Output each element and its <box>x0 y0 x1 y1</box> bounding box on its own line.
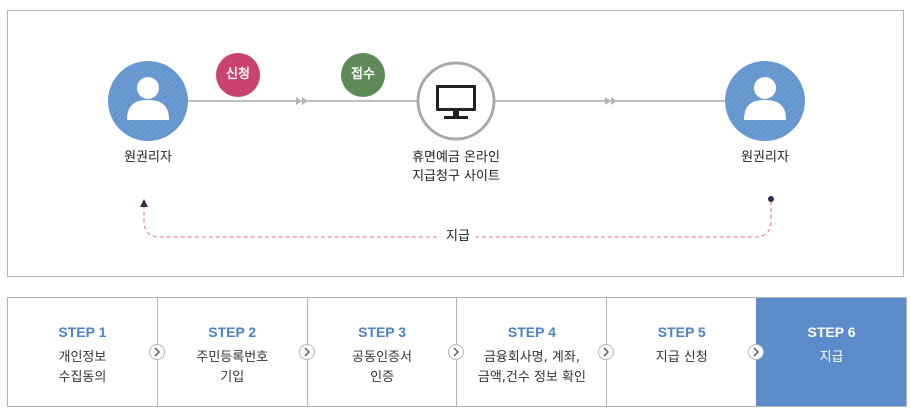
chevron-right-icon <box>148 344 165 360</box>
apply-badge <box>216 53 260 97</box>
step-bar: STEP 1 개인정보 수집동의 STEP 2 주민등록번호 기입 STEP 3… <box>7 297 907 407</box>
payment-label: 지급 <box>440 228 476 246</box>
chevron-right-icon <box>598 344 615 360</box>
step-desc: 개인정보 수집동의 <box>58 350 107 385</box>
step-number: STEP 1 <box>58 324 107 340</box>
double-arrow-icon <box>605 97 617 105</box>
chevron-right-icon <box>448 344 465 360</box>
up-arrow-icon <box>140 199 148 207</box>
step-number: STEP 6 <box>807 324 856 340</box>
step-3: STEP 3 공동인증서 인증 <box>298 298 457 406</box>
step-desc: 공동인증서 인증 <box>352 350 412 385</box>
site-label-line1: 휴면예금 온라인 <box>412 150 500 165</box>
step-5: STEP 5 지급 신청 <box>598 298 756 406</box>
step-1: STEP 1 개인정보 수집동의 <box>8 298 157 406</box>
person-icon-right <box>725 61 805 141</box>
dot-marker <box>768 196 774 202</box>
step-6-active: STEP 6 지급 <box>748 298 906 406</box>
receive-badge-label: 접수 <box>351 67 375 82</box>
site-label-line2: 지급청구 사이트 <box>412 169 500 184</box>
applicant-right-label: 원권리자 <box>741 150 789 165</box>
process-diagram: 신청 접수 원권리자 휴면예금 온라인 지급청구 사이트 원권리자 지급 <box>7 10 904 277</box>
site-label: 휴면예금 온라인 지급청구 사이트 <box>376 148 536 186</box>
step-number: STEP 4 <box>507 324 556 340</box>
applicant-left-label: 원권리자 <box>124 150 172 165</box>
step-number: STEP 5 <box>657 324 706 340</box>
chevron-right-icon <box>748 344 765 360</box>
step-number: STEP 3 <box>358 324 407 340</box>
apply-badge-label: 신청 <box>226 67 250 82</box>
step-number: STEP 2 <box>208 324 257 340</box>
step-4: STEP 4 금융회사명, 계좌, 금액,건수 정보 확인 <box>448 298 606 406</box>
step-desc: 주민등록번호 기입 <box>196 350 269 385</box>
person-icon-left <box>108 61 188 141</box>
step-desc: 지급 신청 <box>655 350 708 365</box>
chevron-right-icon <box>298 344 315 360</box>
flow-graphic <box>108 53 805 238</box>
double-arrow-icon <box>296 97 308 105</box>
receive-badge <box>341 53 385 97</box>
monitor-icon <box>416 61 496 141</box>
step-desc: 지급 <box>819 350 844 365</box>
step-2: STEP 2 주민등록번호 기입 <box>148 298 307 406</box>
step-desc: 금융회사명, 계좌, 금액,건수 정보 확인 <box>477 350 586 385</box>
